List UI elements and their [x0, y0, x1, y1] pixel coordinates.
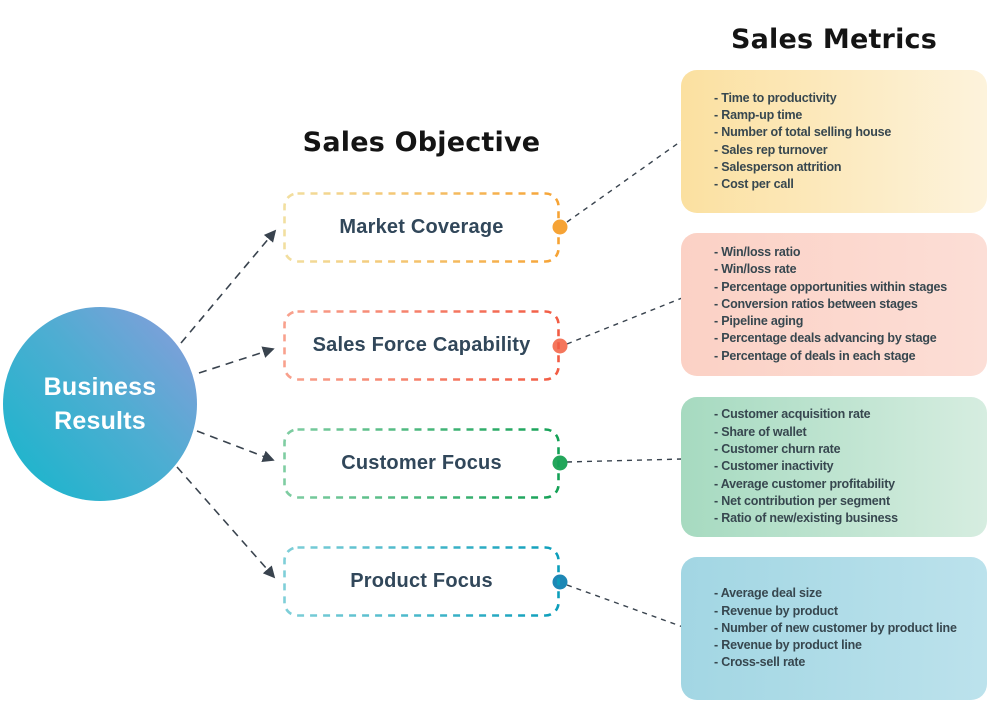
metric-item: - Revenue by product — [714, 603, 838, 618]
metric-item: - Average deal size — [714, 586, 822, 601]
connector-sales-force-to-panel — [566, 297, 683, 345]
metric-item: - Time to productivity — [714, 90, 837, 105]
arrow-root-to-sales-force — [198, 346, 275, 374]
metric-item: - Number of new customer by product line — [714, 620, 957, 635]
arrow-root-to-market-coverage — [180, 229, 277, 344]
dashed-border — [283, 428, 560, 499]
metric-item: - Ramp-up time — [714, 107, 803, 122]
metric-item: - Customer acquisition rate — [714, 407, 871, 422]
objective-box-market-coverage: Market Coverage — [283, 192, 560, 263]
metric-item: - Percentage deals advancing by stage — [714, 331, 937, 346]
objective-label: Customer Focus — [341, 452, 502, 474]
objective-box-product-focus: Product Focus — [283, 546, 560, 617]
metric-item: - Share of wallet — [714, 424, 807, 439]
sales-objective-title: Sales Objective — [302, 127, 541, 158]
metric-item: - Cross-sell rate — [714, 655, 806, 670]
metric-item: - Pipeline aging — [714, 314, 804, 329]
metric-item: - Sales rep turnover — [714, 142, 828, 157]
metric-panel-market-coverage: - Time to productivity - Ramp-up time - Nu… — [681, 70, 987, 213]
metric-panel-sales-force: - Win/loss ratio - Win/loss rate - Percent… — [681, 233, 987, 376]
dashed-border — [283, 546, 560, 617]
metric-item: - Percentage of deals in each stage — [714, 348, 916, 363]
metric-item: - Cost per call — [714, 177, 794, 192]
connector-customer-focus-to-panel — [566, 458, 683, 463]
objective-label: Market Coverage — [339, 216, 504, 238]
metric-item: - Net contribution per segment — [714, 493, 890, 508]
metric-item: - Percentage opportunities within stages — [714, 279, 948, 294]
metric-item: - Customer churn rate — [714, 442, 841, 457]
objective-box-customer-focus: Customer Focus — [283, 428, 560, 499]
metric-item: - Win/loss rate — [714, 262, 797, 277]
arrow-root-to-product-focus — [176, 466, 276, 579]
connector-market-coverage-to-panel — [566, 138, 685, 223]
metric-item: - Number of total selling house — [714, 125, 892, 140]
metric-item: - Win/loss ratio — [714, 244, 801, 259]
metric-item: - Salesperson attrition — [714, 159, 842, 174]
metric-panel-product-focus: - Average deal size - Revenue by product -… — [681, 557, 987, 700]
metric-item: - Ratio of new/existing business — [714, 511, 898, 526]
metric-item: - Average customer profitability — [714, 476, 895, 491]
connector-product-focus-to-panel — [566, 584, 684, 628]
objective-box-sales-force-capability: Sales Force Capability — [283, 310, 560, 381]
dashed-border — [283, 192, 560, 263]
business-results-label: Business Results — [43, 373, 157, 435]
sales-metrics-title: Sales Metrics — [730, 24, 938, 55]
objective-label: Product Focus — [350, 570, 493, 592]
arrow-root-to-customer-focus — [196, 430, 275, 462]
metric-item: - Customer inactivity — [714, 459, 834, 474]
metric-item: - Revenue by product line — [714, 638, 862, 653]
metric-panel-customer-focus: - Customer acquisition rate - Share of wa… — [681, 397, 987, 537]
business-results-node: Business Results — [3, 307, 197, 501]
objective-label: Sales Force Capability — [312, 334, 531, 356]
metric-item: - Conversion ratios between stages — [714, 296, 918, 311]
dashed-border — [283, 310, 560, 381]
